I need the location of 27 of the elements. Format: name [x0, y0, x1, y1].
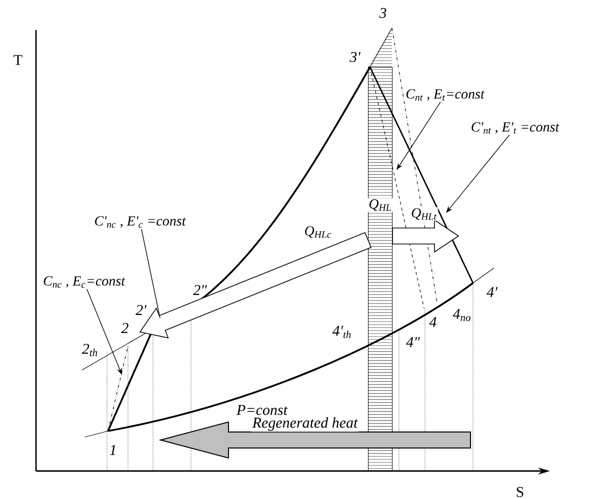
heat-loss-bar: Q$_{HL}$ [368, 67, 393, 472]
point-label: S [516, 486, 524, 498]
point-label: 4 [429, 317, 436, 327]
edge-label: Regenerated heat [251, 416, 359, 432]
heat-loss-arrow [392, 219, 460, 253]
point-label: T [14, 55, 22, 65]
point-label: P=const [236, 405, 288, 415]
leader-text: C'$_{nt}$ , E'$_{t}$ =const [472, 122, 560, 134]
point-label: 2" [193, 285, 207, 295]
point-label: 3 [379, 8, 386, 18]
point-label: 4'$_{th}$ [332, 326, 351, 338]
edge-label: Q$_{HLt}$ [410, 207, 438, 221]
point-label: 4" [406, 337, 420, 347]
edge-label: Q$_{HLc}$ [303, 225, 333, 239]
leader-text: C$_{nc}$ , E$_{c}$=const [44, 276, 126, 288]
point-label: 2 [121, 323, 128, 333]
point-label: 3' [350, 52, 361, 62]
point-label: 4' [486, 287, 498, 297]
point-label: 4$_{no}$ [452, 308, 470, 322]
leader-line [446, 134, 510, 213]
point-label: 1 [110, 445, 116, 455]
regenerated-heat-arrow [158, 421, 471, 459]
leader-line [141, 228, 160, 318]
leader-text: C$_{nt}$ , E$_{t}$=const [406, 89, 485, 101]
point-label: 2' [136, 305, 147, 315]
leader-text: C'$_{nc}$ , E'$_{c}$ =const [95, 216, 186, 228]
point-label: 2$_{th}$ [82, 344, 98, 356]
